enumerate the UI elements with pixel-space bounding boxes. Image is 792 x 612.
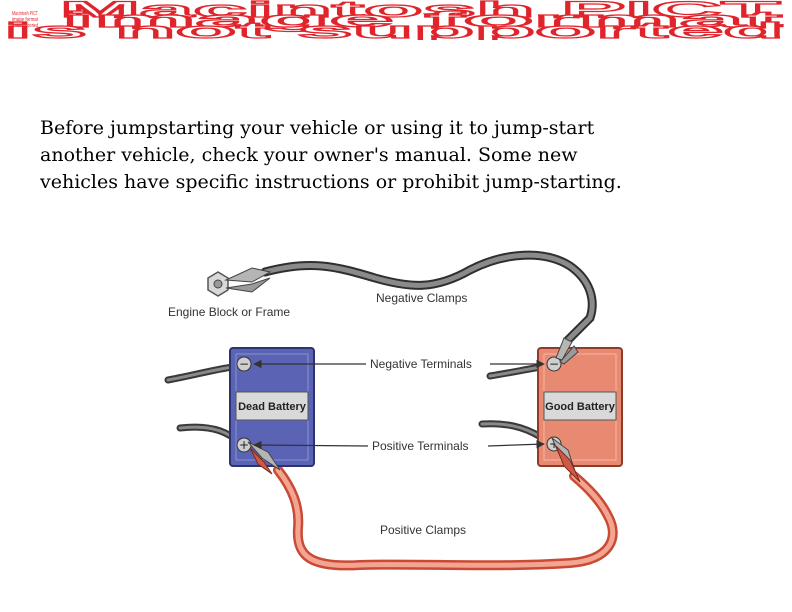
banner-small-line-2: image format (12, 17, 39, 23)
negative-clamp-engine (224, 267, 272, 293)
label-engine-block: Engine Block or Frame (168, 305, 290, 319)
banner-line-3: is not supported (4, 18, 784, 40)
banner-line-2: image format (62, 7, 785, 32)
svg-text:+: + (549, 437, 559, 451)
jump-start-diagram: Dead Battery − + Good Battery − + Engine… (164, 250, 623, 571)
dead-battery: Dead Battery − + (229, 347, 315, 467)
positive-cable (273, 465, 618, 571)
label-positive-clamps: Positive Clamps (380, 523, 466, 537)
svg-text:+: + (239, 438, 249, 452)
negative-clamp-good-battery (555, 337, 579, 365)
label-negative-terminals: Negative Terminals (370, 357, 472, 371)
good-battery-negative-terminal (546, 356, 562, 372)
banner-small-line-1: Macintosh PICT (12, 11, 38, 17)
label-positive-terminals: Positive Terminals (372, 439, 468, 453)
good-battery: Good Battery − + (537, 347, 623, 467)
label-negative-clamps: Negative Clamps (376, 291, 467, 305)
unsupported-image-banner: Macintosh PICT image format is not suppo… (3, 0, 786, 40)
dead-battery-label: Dead Battery (238, 401, 307, 413)
arrow-to-good-positive (487, 440, 545, 449)
dead-battery-negative-terminal (236, 356, 252, 372)
positive-clamp-good-battery (550, 436, 581, 483)
good-battery-label: Good Battery (545, 401, 616, 413)
arrow-to-dead-positive (253, 440, 369, 450)
engine-block-bolt (207, 271, 229, 297)
banner-line-1: Macintosh PICT (60, 0, 782, 22)
caption-text: Before jumpstarting your vehicle or usin… (40, 117, 622, 193)
banner-small-line-3: is not supported (12, 23, 38, 29)
svg-text:−: − (239, 357, 249, 371)
svg-text:−: − (549, 357, 559, 371)
